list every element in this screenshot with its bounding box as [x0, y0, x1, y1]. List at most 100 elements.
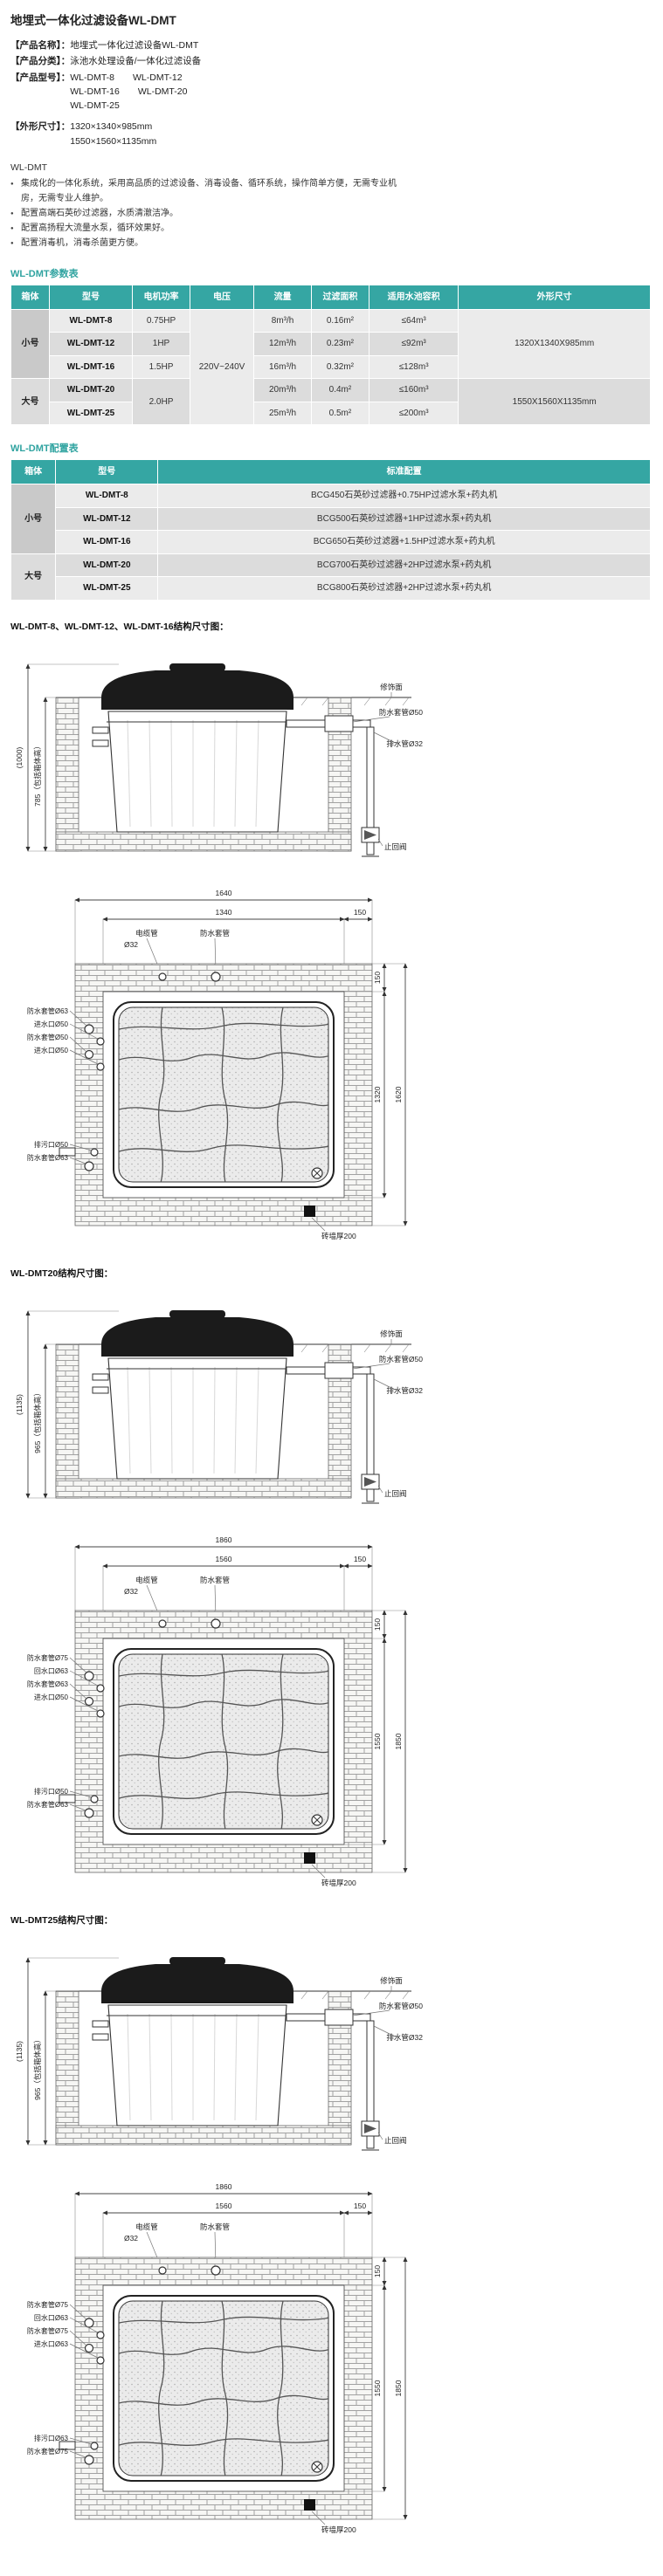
param-table-title: WL-DMT参数表 — [10, 268, 79, 279]
plan-view-drawing: 1640 1340 150 电缆管 Ø32 防水套管 — [27, 889, 408, 1240]
cell-box-group: 大号 — [10, 553, 57, 601]
cell-model: WL-DMT-16 — [48, 354, 134, 380]
pipe-outlet — [366, 1488, 375, 1502]
cell-model: WL-DMT-20 — [48, 378, 134, 402]
bottom-sleeve-port — [84, 2455, 94, 2465]
left-inlet-port — [96, 2331, 105, 2339]
wall-sleeve — [324, 715, 354, 732]
cell-model: WL-DMT-20 — [55, 553, 159, 578]
intro-section: WL-DMT 集成化的一体化系统，采用高品质的过滤设备、消毒设备、循环系统，操作… — [10, 162, 651, 251]
sewage-port — [90, 1795, 99, 1803]
param-table: 箱体 型号 电机功率 电压 流量 过滤面积 适用水池容积 外形尺寸 小号 WL-… — [10, 284, 651, 426]
cable-conduit-label: 电缆管 — [135, 929, 158, 938]
cell-model: WL-DMT-8 — [48, 308, 134, 333]
cable-diameter-label: Ø32 — [124, 940, 138, 949]
tank-lid — [101, 1963, 294, 2003]
left-label: 防水套管Ø75 — [27, 2326, 69, 2335]
sleeve-label: 防水套管Ø50 — [379, 708, 423, 717]
cell-power: 1.5HP — [132, 354, 190, 380]
plan-inner-height: 1550 — [373, 1733, 382, 1749]
cell-volume: ≤64m³ — [368, 308, 459, 333]
cell-power: 2.0HP — [132, 378, 190, 426]
pipe-outlet — [366, 841, 375, 855]
table-row: WL-DMT-25 25m³/h 0.5m² ≤200m³ — [11, 401, 651, 426]
table-row: WL-DMT-25 BCG800石英砂过滤器+2HP过滤水泵+药丸机 — [11, 576, 651, 601]
left-sleeve-port — [84, 1049, 94, 1059]
side-view-drawing: (1135) 965（包括箱体高） 修饰面 — [15, 1956, 423, 2151]
config-table-title: WL-DMT配置表 — [10, 443, 79, 455]
cell-config: BCG650石英砂过滤器+1.5HP过滤水泵+药丸机 — [157, 530, 651, 554]
model-line: WL-DMT-16 WL-DMT-20 — [70, 86, 188, 97]
cable-conduit-label: 电缆管 — [135, 1576, 158, 1584]
drain-symbol — [311, 1167, 323, 1179]
size-line: 1320×1340×985mm — [70, 121, 153, 133]
cell-volume: ≤128m³ — [368, 354, 459, 380]
plan-inner-width: 1560 — [216, 2202, 232, 2210]
cell-flow: 16m³/h — [253, 354, 312, 380]
bottom-sleeve-port — [84, 1161, 94, 1171]
pit-left-wall — [55, 1990, 79, 2146]
check-valve-label: 止回阀 — [384, 2136, 407, 2145]
page-title: 地埋式一体化过滤设备WL-DMT — [10, 14, 176, 27]
sewage-stub — [59, 2441, 76, 2450]
filter-stone-pattern — [119, 1006, 328, 1182]
sewage-port — [90, 2442, 99, 2450]
left-inlet-port — [96, 1709, 105, 1718]
left-label: 防水套管Ø75 — [27, 1653, 69, 1662]
tank-body — [107, 2004, 287, 2126]
sewage-stub — [59, 1794, 76, 1803]
left-label: 防水套管Ø50 — [27, 1033, 69, 1041]
wall-thickness-marker — [304, 1851, 315, 1864]
feature-item: 配置高端石英砂过滤器，水质清澈洁净。 — [10, 206, 404, 221]
plan-wall-right-dim: 150 — [373, 1618, 382, 1630]
top-sleeve-label: 防水套管 — [200, 2222, 230, 2231]
product-name-value: 地埋式一体化过滤设备WL-DMT — [70, 40, 199, 51]
drawing-section: WL-DMT25结构尺寸图： (1135) 965（包括箱体高） 修饰面 — [10, 1913, 651, 2541]
drawings-container: WL-DMT-8、WL-DMT-12、WL-DMT-16结构尺寸图： (1000… — [10, 620, 651, 2541]
left-inlet-port — [96, 1062, 105, 1071]
drawing-title: WL-DMT25结构尺寸图： — [10, 1914, 114, 1926]
pit-floor — [55, 1478, 352, 1499]
side-total-height: (1135) — [15, 2041, 24, 2062]
finish-surface-label: 修饰面 — [380, 683, 403, 691]
side-box-height: 785（包括箱体高） — [33, 742, 42, 807]
pit-floor — [55, 831, 352, 852]
cell-area: 0.23m² — [311, 332, 369, 356]
side-total-height: (1000) — [15, 746, 24, 768]
size-line: 1550×1560×1135mm — [70, 135, 157, 147]
table-row: WL-DMT-12 1HP 12m³/h 0.23m² ≤92m³ — [11, 332, 651, 356]
plan-outer-height: 1850 — [394, 2380, 403, 2396]
model-line: WL-DMT-8 WL-DMT-12 — [70, 72, 183, 83]
cell-model: WL-DMT-25 — [48, 401, 134, 426]
inlet-stub — [92, 2020, 109, 2028]
table-row: 小号 WL-DMT-8 BCG450石英砂过滤器+0.75HP过滤水泵+药丸机 — [10, 484, 651, 554]
wall-sleeve — [324, 2009, 354, 2026]
plan-wall-top-dim: 150 — [354, 1555, 366, 1563]
product-model-label: 【产品型号】： — [10, 72, 71, 83]
cell-config: BCG500石英砂过滤器+1HP过滤水泵+药丸机 — [157, 506, 651, 532]
wall-thickness-marker — [304, 1205, 315, 1217]
cell-volume: ≤200m³ — [368, 401, 459, 426]
cell-area: 0.16m² — [311, 308, 369, 333]
inlet-stub — [92, 726, 109, 734]
header-row: 箱体 型号 电机功率 电压 流量 过滤面积 适用水池容积 外形尺寸 — [10, 284, 651, 310]
product-name-label: 【产品名称】： — [10, 40, 71, 51]
plan-inner-height: 1320 — [373, 1086, 382, 1103]
left-sleeve-port — [84, 1696, 94, 1706]
cell-dims: 1550X1560X1135mm — [458, 378, 651, 426]
sleeve-label: 防水套管Ø50 — [379, 2002, 423, 2010]
tank-body — [107, 711, 287, 833]
plan-inner-width: 1340 — [216, 908, 232, 917]
column-header: 适用水池容积 — [368, 284, 459, 310]
top-sleeve-label: 防水套管 — [200, 1576, 230, 1584]
drain-symbol — [311, 1814, 323, 1826]
bottom-left-label: 排污口Ø50 — [34, 1140, 69, 1149]
check-valve-icon — [361, 2120, 380, 2137]
product-category-label: 【产品分类】： — [10, 56, 71, 67]
cable-diameter-label: Ø32 — [124, 1587, 138, 1596]
cell-config: BCG450石英砂过滤器+0.75HP过滤水泵+药丸机 — [157, 484, 651, 508]
cable-port — [158, 972, 167, 981]
drain-pipe-vertical — [366, 1373, 375, 1475]
cell-config: BCG800石英砂过滤器+2HP过滤水泵+药丸机 — [157, 576, 651, 601]
